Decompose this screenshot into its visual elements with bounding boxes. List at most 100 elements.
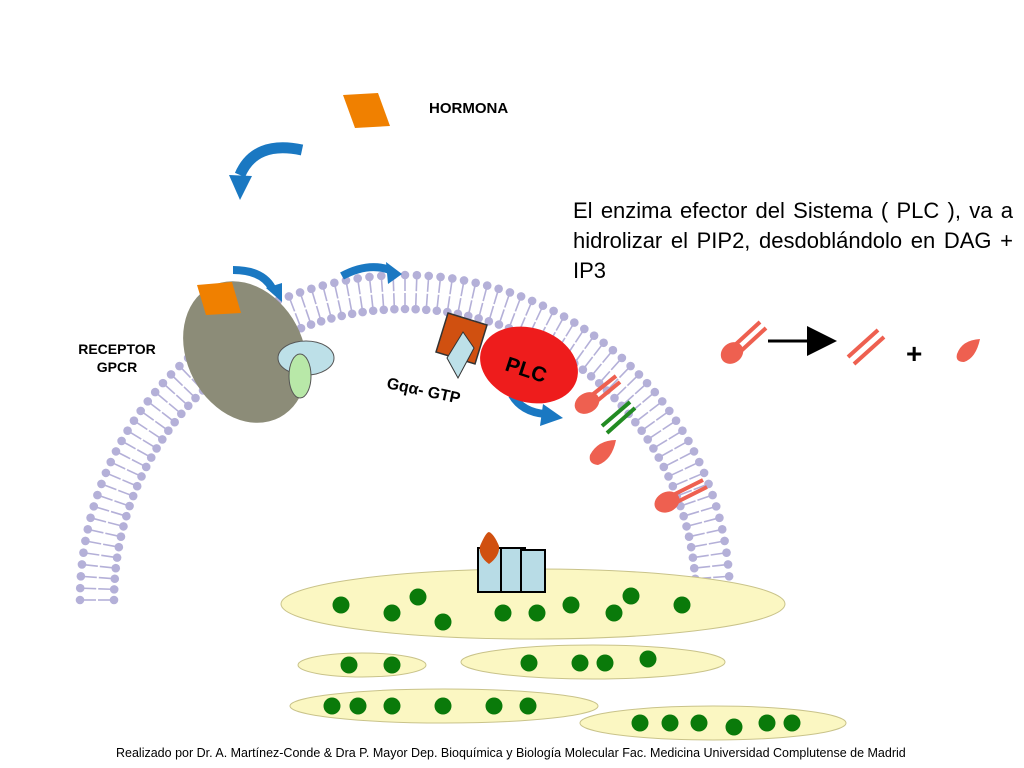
phospholipid-head	[132, 481, 142, 491]
phospholipid-tail	[689, 473, 702, 480]
phospholipid-tail	[710, 552, 724, 556]
phospholipid-head	[83, 525, 93, 534]
phospholipid-head	[617, 353, 627, 363]
phospholipid-head	[684, 532, 694, 542]
phospholipid-head	[166, 370, 176, 379]
pip2-in-membrane	[654, 478, 708, 513]
phospholipid-head	[720, 536, 729, 546]
calcium-ion	[673, 596, 691, 614]
phospholipid-tail	[509, 312, 516, 326]
phospholipid-tail	[623, 394, 635, 405]
calcium-ion	[639, 650, 657, 668]
phospholipid-tail	[172, 375, 184, 387]
phospholipid-tail	[666, 458, 679, 467]
phospholipid-tail	[514, 298, 521, 312]
phospholipid-head	[694, 457, 704, 467]
g-protein-gamma	[288, 353, 312, 399]
phospholipid-tail	[102, 543, 117, 548]
cell-membrane	[75, 270, 735, 605]
phospholipid-tail	[122, 479, 135, 486]
phospholipid-tail	[700, 506, 714, 512]
footer-credit: Realizado por Dr. A. Martínez-Conde & Dr…	[116, 746, 906, 760]
phospholipid-tail	[670, 468, 684, 476]
calcium-ion	[519, 697, 537, 715]
phospholipid-tail	[126, 468, 140, 476]
phospholipid-tail	[348, 297, 353, 312]
phospholipid-tail	[493, 291, 499, 305]
phospholipid-tail	[504, 294, 510, 308]
phospholipid-tail	[662, 421, 674, 431]
phospholipid-tail	[482, 288, 488, 302]
phospholipid-tail	[488, 305, 495, 319]
phospholipid-head	[112, 553, 122, 562]
phospholipid-head	[549, 306, 558, 316]
phospholipid-tail	[345, 283, 350, 297]
gtp-molecule	[446, 331, 475, 380]
phospholipid-tail	[359, 296, 363, 310]
calcium-ion	[323, 697, 341, 715]
phospholipid-tail	[634, 384, 646, 395]
phospholipid-head	[390, 304, 399, 314]
phospholipid-tail	[438, 279, 442, 293]
phospholipid-head	[109, 595, 119, 605]
phospholipid-tail	[610, 359, 621, 371]
phospholipid-tail	[660, 449, 674, 457]
receptor-label: RECEPTOR GPCR	[62, 340, 172, 376]
phospholipid-head	[116, 532, 126, 542]
phospholipid-head	[376, 271, 386, 281]
curved-arrow-icon	[232, 266, 282, 302]
phospholipid-tail	[584, 356, 594, 368]
phospholipid-head	[482, 281, 492, 290]
phospholipid-tail	[142, 411, 155, 421]
phospholipid-head	[527, 296, 537, 306]
phospholipid-head	[97, 479, 106, 489]
phospholipid-head	[123, 426, 132, 435]
phospholipid-tail	[675, 479, 688, 486]
phospholipid-tail	[626, 375, 638, 387]
phospholipid-tail	[457, 297, 462, 312]
phospholipid-head	[505, 288, 515, 297]
calcium-ion	[783, 714, 801, 732]
hormone-label: HORMONA	[429, 100, 509, 117]
phospholipid-head	[76, 571, 86, 581]
phospholipid-tail	[684, 462, 697, 470]
calcium-ion	[631, 714, 649, 732]
phospholipid-tail	[118, 452, 131, 460]
phospholipid-head	[494, 320, 504, 329]
phospholipid-head	[114, 542, 124, 552]
phospholipid-head	[129, 416, 139, 425]
phospholipid-tail	[712, 563, 726, 567]
bound-hormone	[197, 282, 241, 315]
phospholipid-tail	[136, 449, 150, 457]
phospholipid-tail	[99, 495, 113, 501]
phospholipid-tail	[643, 420, 656, 430]
phospholipid-head	[610, 393, 619, 403]
ip3-receptor-channel	[477, 532, 546, 593]
phospholipid-tail	[334, 285, 339, 299]
phospholipid-head	[649, 444, 658, 453]
phospholipid-tail	[499, 309, 505, 323]
phospholipid-head	[117, 436, 126, 446]
phospholipid-head	[143, 397, 153, 406]
phospholipid-head	[689, 563, 699, 573]
phospholipid-tail	[460, 283, 465, 297]
calcium-ion	[349, 697, 367, 715]
curved-arrow-icon	[340, 262, 402, 284]
calcium-ion	[434, 613, 452, 631]
phospholipid-tail	[426, 278, 430, 292]
phospholipid-tail	[96, 506, 110, 512]
phospholipid-head	[337, 311, 347, 321]
plc-enzyme	[480, 326, 578, 404]
phospholipid-tail	[649, 402, 661, 412]
calcium-ion	[528, 604, 546, 622]
phospholipid-tail	[136, 421, 148, 431]
phospholipid-tail	[88, 540, 102, 545]
description-text: El enzima efector del Sistema ( PLC ), v…	[573, 198, 1013, 283]
phospholipid-tail	[149, 402, 161, 412]
phospholipid-head	[688, 553, 698, 562]
phospholipid-tail	[525, 303, 532, 316]
pip2-reactant	[720, 320, 768, 364]
phospholipid-tail	[113, 462, 126, 470]
phospholipid-tail	[691, 532, 705, 537]
phospholipid-head	[306, 320, 316, 329]
